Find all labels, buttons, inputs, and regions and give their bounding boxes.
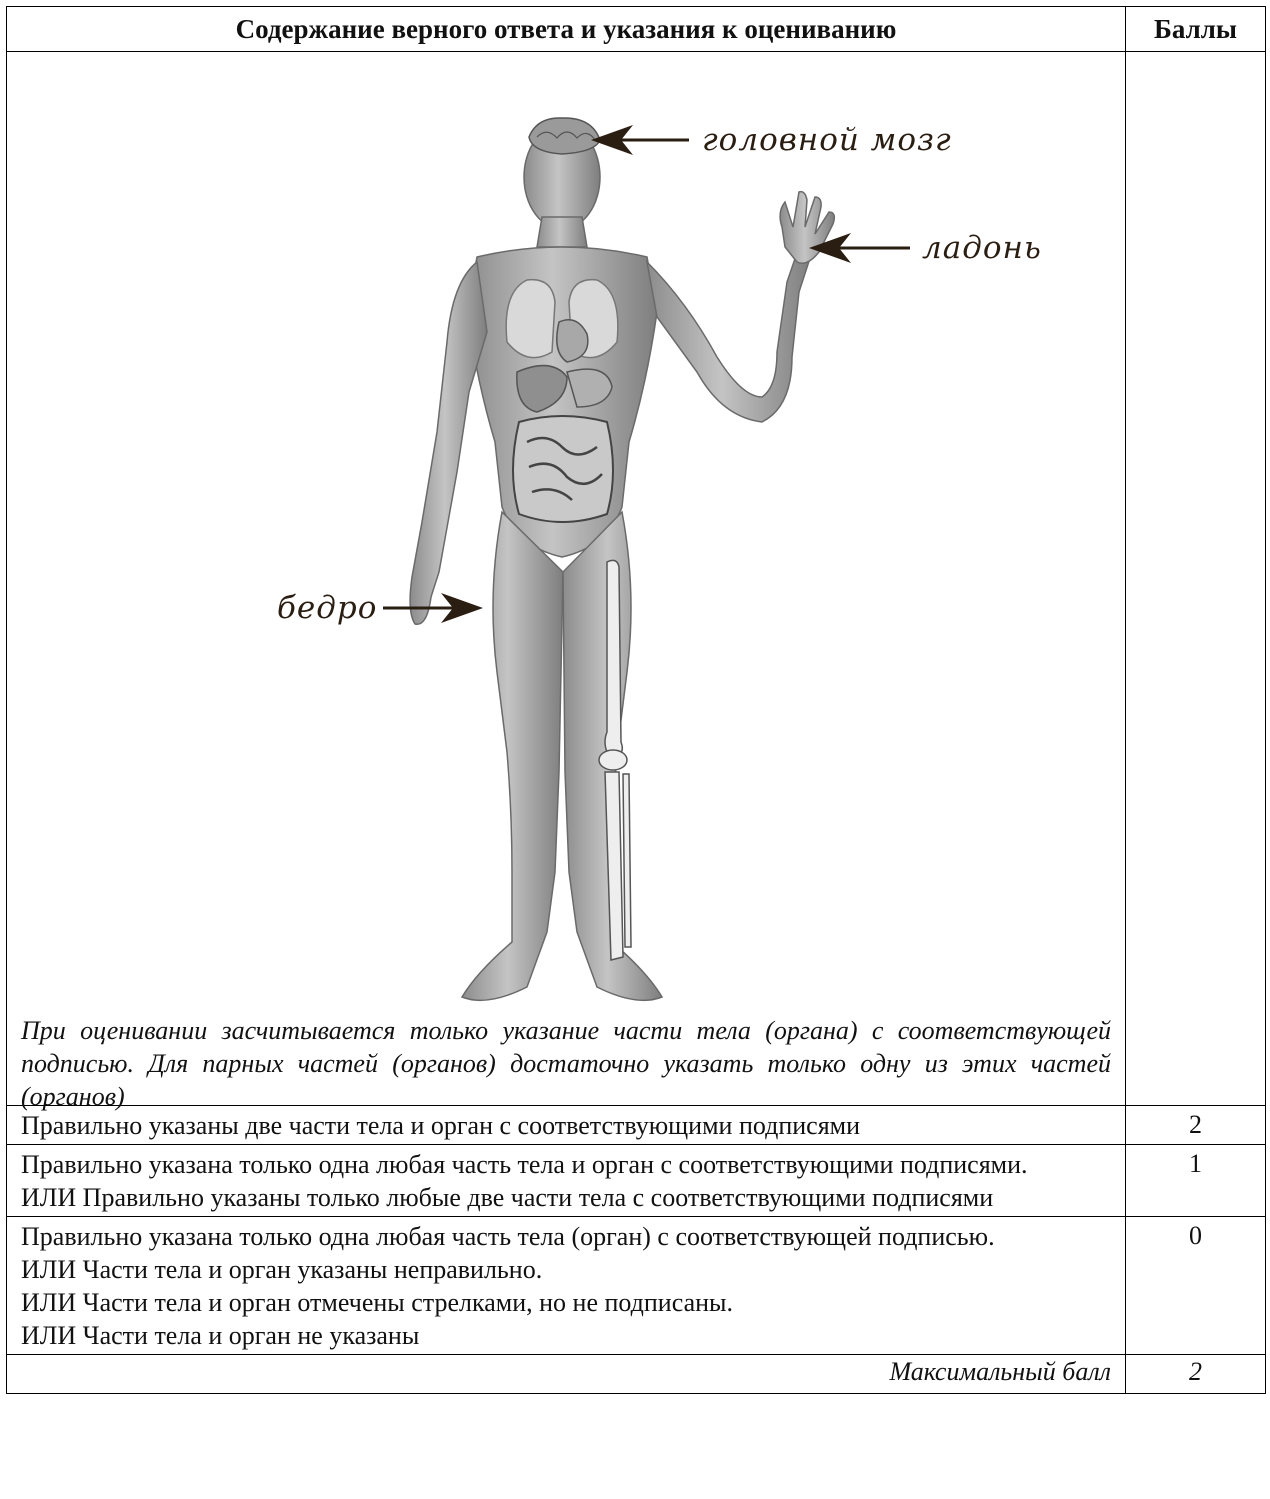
max-score-value: 2 — [1126, 1355, 1266, 1394]
criterion-line: Правильно указана только одна любая част… — [21, 1148, 1111, 1181]
body-silhouette — [410, 125, 834, 1000]
criterion-row-0: Правильно указана только одна любая част… — [7, 1217, 1266, 1355]
grading-table: Содержание верного ответа и указания к о… — [6, 6, 1266, 1394]
criterion-line: Правильно указана только одна любая част… — [21, 1220, 1111, 1253]
criterion-line: ИЛИ Правильно указаны только любые две ч… — [21, 1181, 1111, 1214]
criterion-score: 1 — [1126, 1145, 1266, 1217]
criterion-line: ИЛИ Части тела и орган отмечены стрелкам… — [21, 1286, 1111, 1319]
criterion-text: Правильно указана только одна любая част… — [7, 1145, 1126, 1217]
figure: головной мозг ладонь бедро — [7, 52, 1126, 1012]
score-header: Баллы — [1126, 7, 1266, 52]
criterion-line: Правильно указаны две части тела и орган… — [21, 1109, 1111, 1142]
grading-note: При оценивании засчитывается только указ… — [21, 1014, 1111, 1113]
criterion-line: ИЛИ Части тела и орган указаны неправиль… — [21, 1253, 1111, 1286]
criterion-text: Правильно указана только одна любая част… — [7, 1217, 1126, 1355]
figure-cell: головной мозг ладонь бедро При оценивани… — [7, 52, 1126, 1106]
header-row: Содержание верного ответа и указания к о… — [7, 7, 1266, 52]
brain-label: головной мозг — [702, 122, 952, 158]
criterion-row-1: Правильно указана только одна любая част… — [7, 1145, 1266, 1217]
max-score-label: Максимальный балл — [7, 1355, 1126, 1394]
criterion-score: 2 — [1126, 1106, 1266, 1145]
criterion-line: ИЛИ Части тела и орган не указаны — [21, 1319, 1111, 1352]
figure-row: головной мозг ладонь бедро При оценивани… — [7, 52, 1266, 1106]
max-score-row: Максимальный балл 2 — [7, 1355, 1266, 1394]
criterion-score: 0 — [1126, 1217, 1266, 1355]
content-header: Содержание верного ответа и указания к о… — [7, 7, 1126, 52]
figure-score-cell — [1126, 52, 1266, 1106]
thigh-label: бедро — [277, 590, 377, 626]
human-body-illustration: головной мозг ладонь бедро — [7, 52, 1126, 1012]
palm-label: ладонь — [922, 230, 1042, 266]
